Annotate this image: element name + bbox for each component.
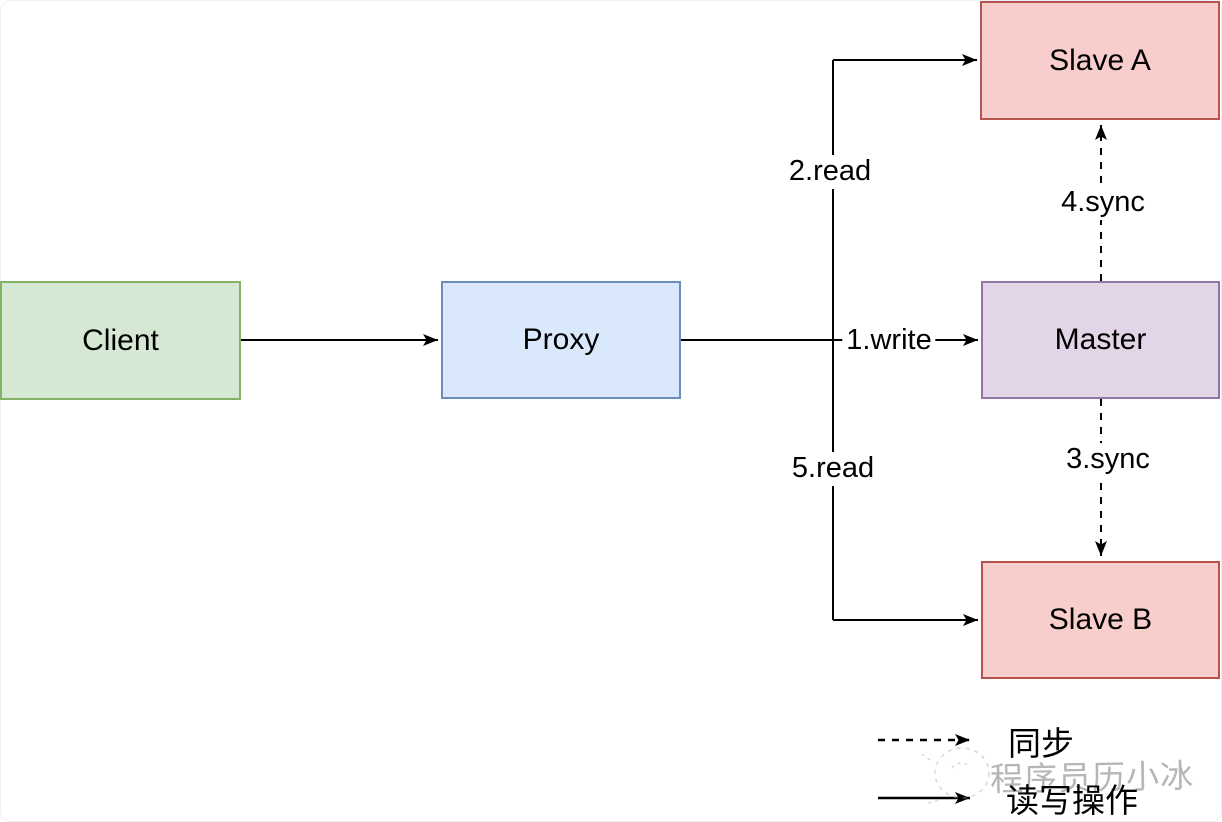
edge-label-write: 1.write [842, 324, 936, 358]
edge-label-sync-b: 3.sync [1062, 443, 1154, 477]
edge-label-read-a: 2.read [784, 155, 876, 189]
node-client: Client [0, 281, 241, 400]
node-proxy-label: Proxy [522, 323, 600, 356]
node-master: Master [981, 281, 1220, 399]
edge-label-read-b: 5.read [787, 452, 879, 486]
legend-label-readwrite: 读写操作 [1006, 782, 1138, 819]
node-slave-b: Slave B [981, 561, 1220, 679]
node-slave-a: Slave A [980, 1, 1220, 120]
node-master-label: Master [1054, 323, 1147, 356]
node-slave-b-label: Slave B [1048, 603, 1153, 636]
node-proxy: Proxy [441, 281, 681, 399]
node-client-label: Client [82, 323, 159, 357]
watermark-logo-icon [919, 747, 990, 804]
edge-label-sync-a: 4.sync [1057, 186, 1149, 220]
node-slave-a-label: Slave A [1049, 43, 1151, 77]
legend-label-sync: 同步 [1008, 725, 1074, 762]
